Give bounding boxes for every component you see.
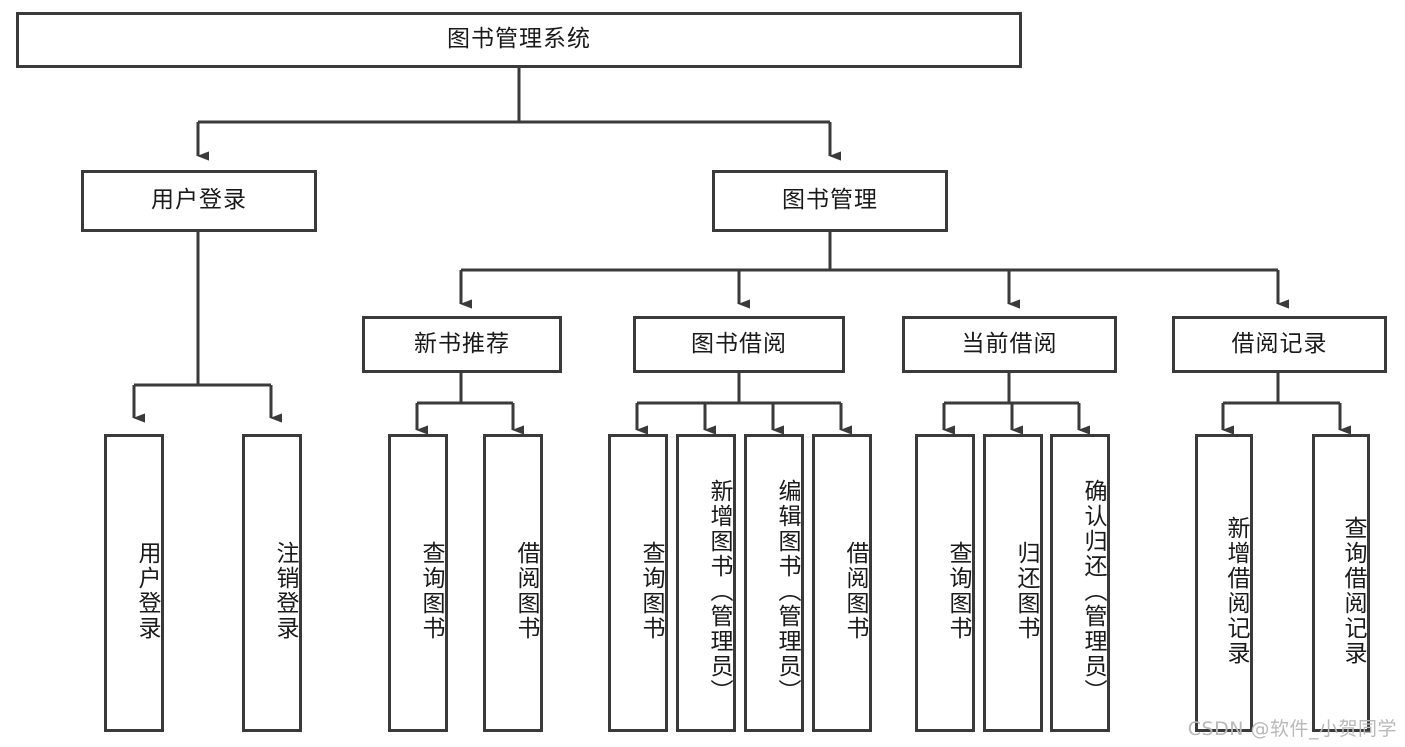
node-new-book-recommend[interactable]: 新书推荐 — [362, 316, 562, 373]
node-label: 图书管理 — [782, 187, 878, 214]
node-label: 查询图书 — [945, 541, 971, 641]
node-leaf-logout-login[interactable]: 注销登录 — [242, 434, 302, 732]
node-label: 查询图书 — [418, 541, 444, 641]
node-leaf-query-book-recommend[interactable]: 查询图书 — [388, 434, 448, 732]
node-label: 借阅图书 — [513, 541, 539, 641]
node-leaf-query-book-borrow[interactable]: 查询图书 — [608, 434, 668, 732]
node-leaf-confirm-return-admin[interactable]: 确认归还（管理员） — [1050, 434, 1110, 732]
node-book-borrow[interactable]: 图书借阅 — [633, 316, 845, 373]
node-label: 当前借阅 — [961, 330, 1058, 357]
node-current-borrow[interactable]: 当前借阅 — [902, 316, 1117, 373]
node-label: 新书推荐 — [414, 330, 510, 357]
node-leaf-query-borrow-record[interactable]: 查询借阅记录 — [1312, 434, 1370, 732]
node-leaf-borrow-book-recommend[interactable]: 借阅图书 — [483, 434, 543, 732]
node-leaf-return-book[interactable]: 归还图书 — [983, 434, 1043, 732]
node-label: 图书管理系统 — [447, 26, 591, 53]
node-leaf-add-borrow-record[interactable]: 新增借阅记录 — [1195, 434, 1253, 732]
node-leaf-user-login[interactable]: 用户登录 — [104, 434, 164, 732]
node-label: 查询借阅记录 — [1340, 516, 1366, 666]
node-label: 用户登录 — [134, 541, 160, 641]
node-leaf-add-book-admin[interactable]: 新增图书（管理员） — [676, 434, 736, 732]
node-label: 编辑图书（管理员） — [774, 478, 800, 704]
node-leaf-edit-book-admin[interactable]: 编辑图书（管理员） — [744, 434, 804, 732]
node-label: 借阅记录 — [1231, 330, 1328, 357]
node-borrow-record[interactable]: 借阅记录 — [1172, 316, 1387, 373]
node-label: 新增图书（管理员） — [706, 478, 732, 704]
node-label: 归还图书 — [1013, 541, 1039, 641]
node-leaf-query-book-current[interactable]: 查询图书 — [915, 434, 975, 732]
node-label: 查询图书 — [638, 541, 664, 641]
node-label: 确认归还（管理员） — [1080, 478, 1106, 704]
node-label: 注销登录 — [272, 541, 298, 641]
node-root-book-management-system[interactable]: 图书管理系统 — [16, 12, 1022, 68]
node-label: 用户登录 — [151, 187, 247, 214]
node-user-login[interactable]: 用户登录 — [81, 170, 317, 232]
node-label: 新增借阅记录 — [1223, 516, 1249, 666]
node-leaf-borrow-book-borrow[interactable]: 借阅图书 — [812, 434, 872, 732]
node-label: 图书借阅 — [691, 330, 787, 357]
node-book-manage[interactable]: 图书管理 — [712, 170, 948, 232]
node-label: 借阅图书 — [842, 541, 868, 641]
